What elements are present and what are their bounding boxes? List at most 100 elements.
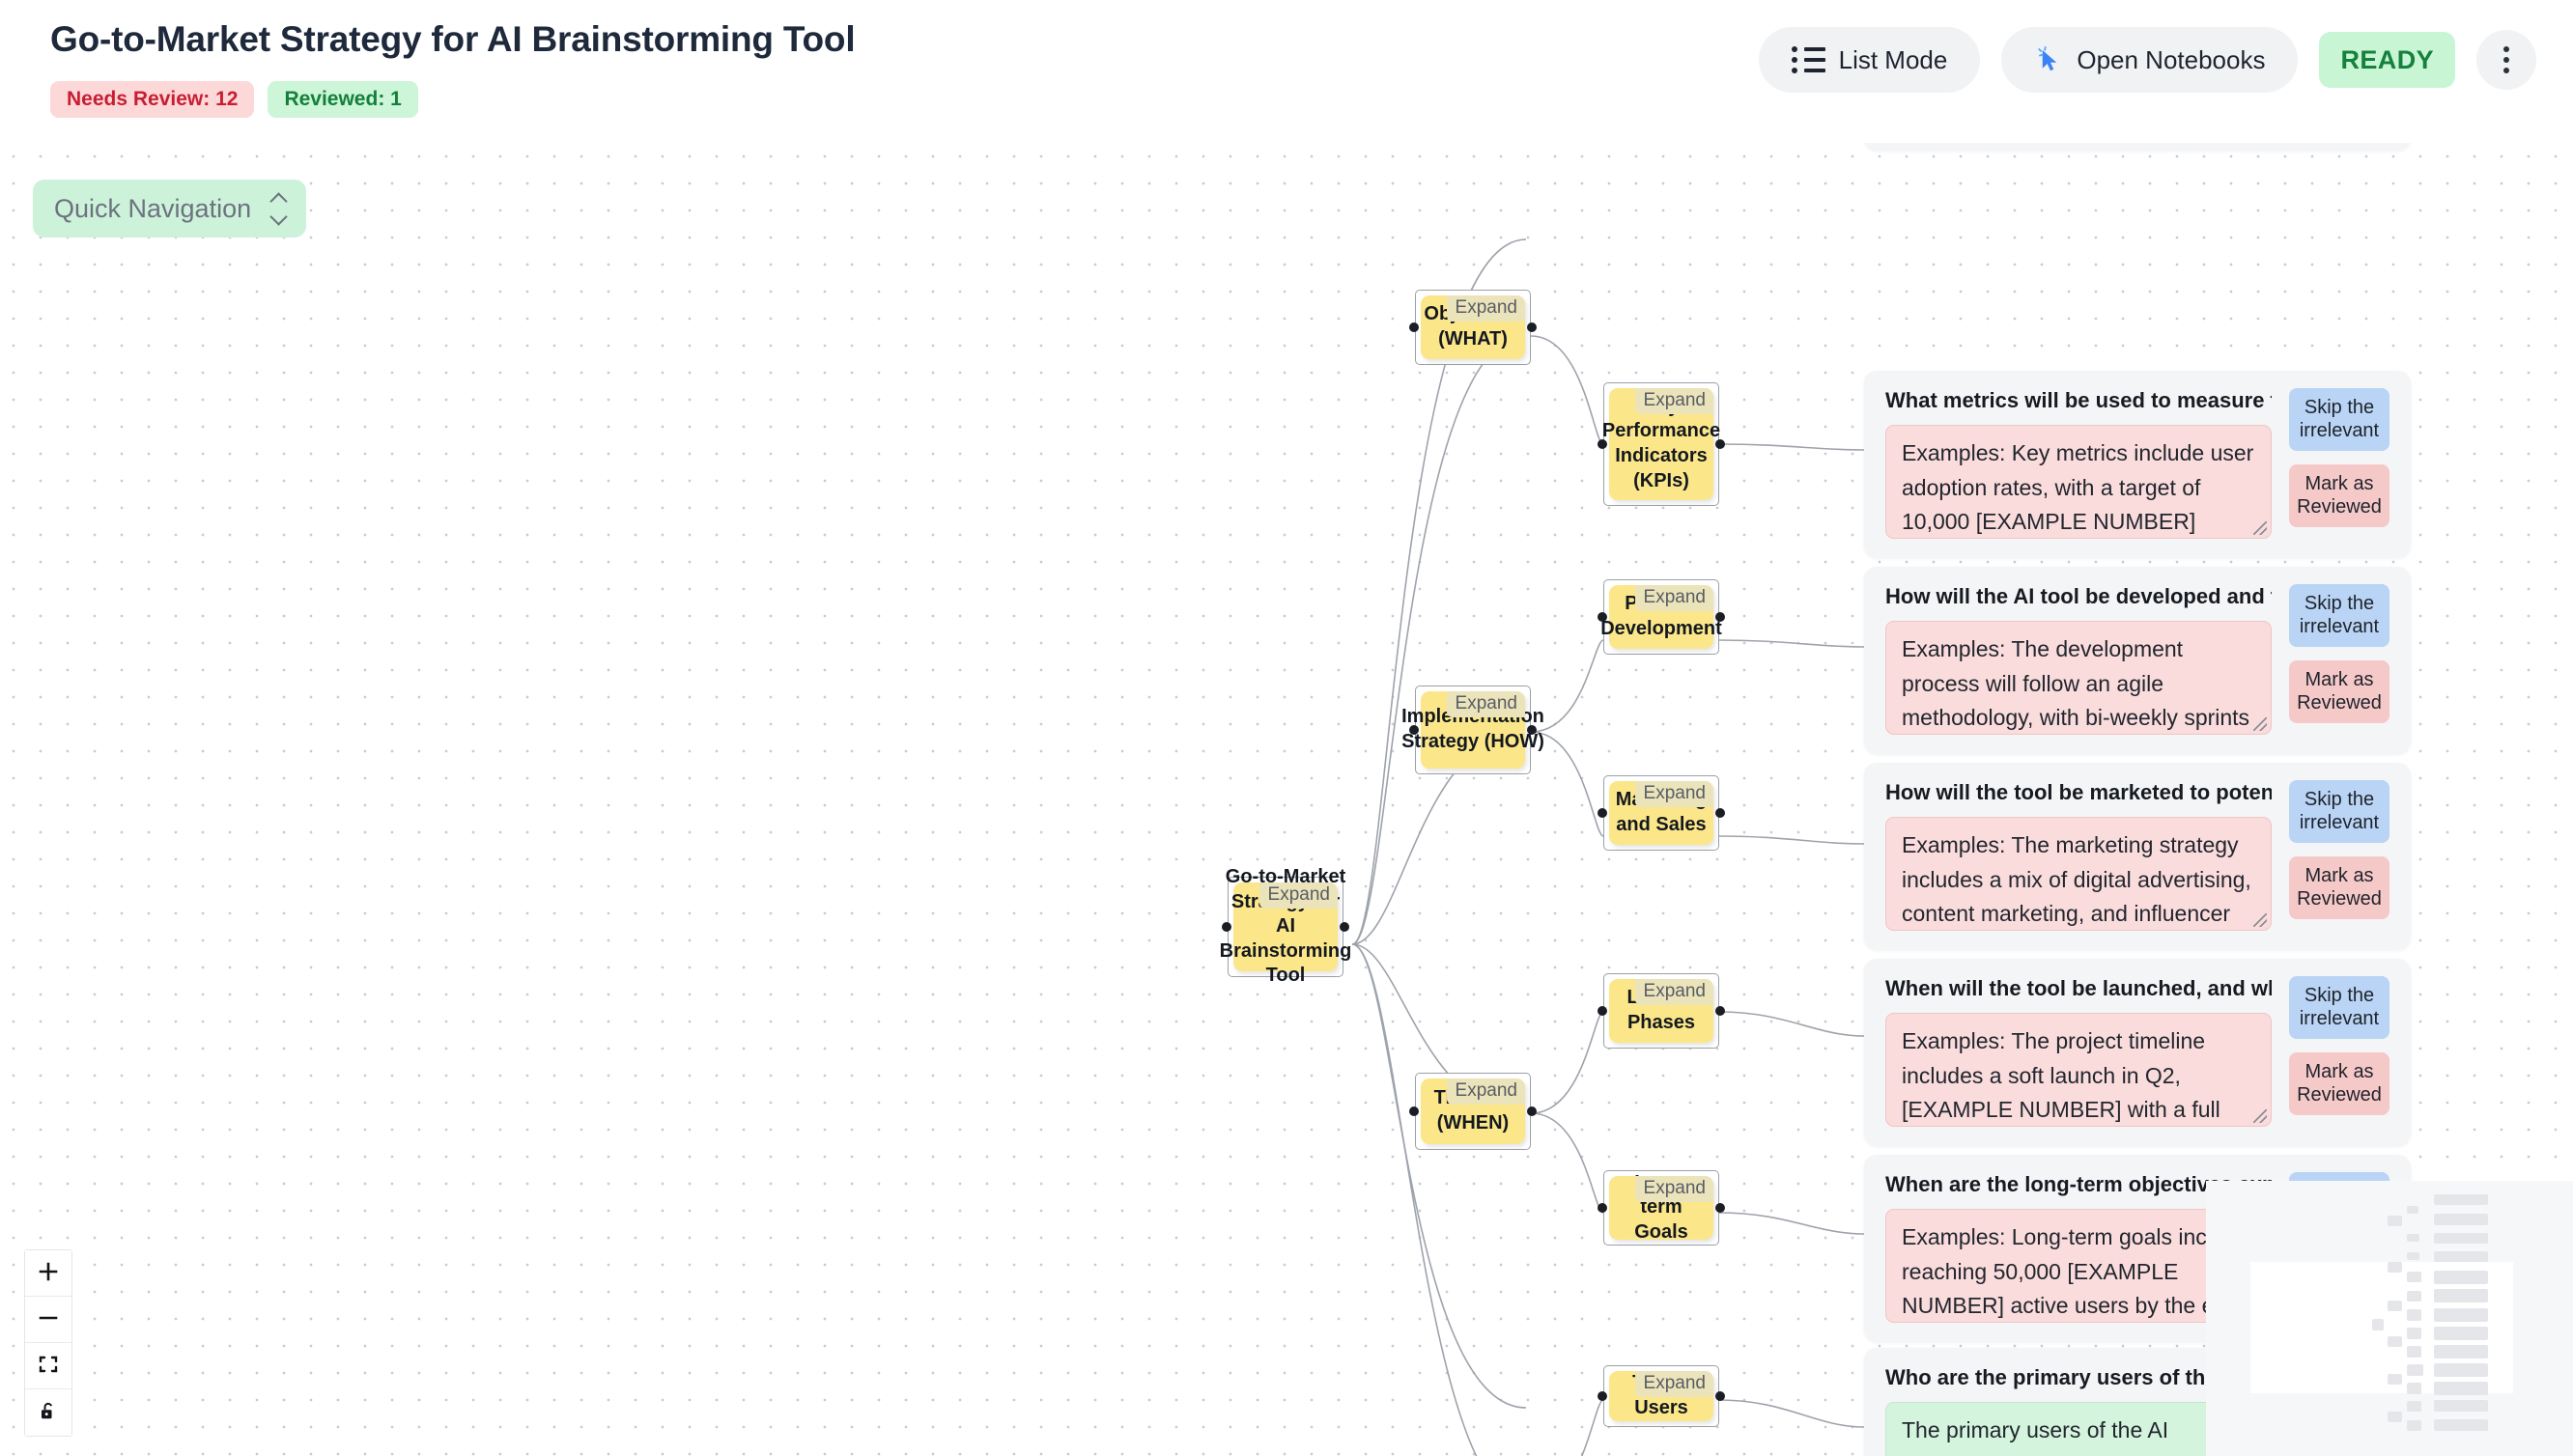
port-left[interactable]	[1409, 1106, 1419, 1116]
port-right[interactable]	[1527, 725, 1537, 735]
port-left[interactable]	[1409, 725, 1419, 735]
resize-grip-icon[interactable]	[2253, 521, 2267, 535]
expand-button[interactable]: Expand	[1634, 388, 1713, 414]
status-badge: READY	[2319, 32, 2455, 88]
mark-as-reviewed-button[interactable]: Mark as Reviewed	[2289, 1051, 2389, 1115]
chevron-updown-icon	[269, 191, 288, 226]
zoom-in-button[interactable]	[25, 1250, 71, 1297]
expand-button[interactable]: Expand	[1258, 882, 1338, 909]
mark-as-reviewed-button[interactable]: Mark as Reviewed	[2289, 659, 2389, 723]
toggle-lock-button[interactable]	[25, 1389, 71, 1436]
port-left[interactable]	[1598, 1006, 1607, 1016]
node-root[interactable]: Expand Go-to-Market Strategy for AI Brai…	[1220, 866, 1352, 986]
skip-irrelevant-button[interactable]: Skip the irrelevant	[2289, 388, 2389, 451]
node-kpis-body[interactable]: Expand Key Performance Indicators (KPIs)	[1602, 388, 1720, 500]
port-right[interactable]	[1715, 1203, 1725, 1213]
node-product-development[interactable]: Expand Product Development	[1598, 579, 1725, 655]
port-left[interactable]	[1598, 1203, 1607, 1213]
node-marketing-and-sales-body[interactable]: Expand Marketing and Sales	[1609, 781, 1713, 845]
port-left[interactable]	[1598, 612, 1607, 622]
qa-actions: Skip the irrelevant Mark as Reviewed	[2289, 584, 2389, 735]
port-left[interactable]	[1598, 1391, 1607, 1401]
node-launch-phases[interactable]: Expand Launch Phases	[1598, 973, 1725, 1049]
node-root-label: Go-to-Market Strategy for AI Brainstormi…	[1219, 866, 1352, 987]
mindmap-canvas[interactable]: Quick Navigation Expand Go-to-Market Str…	[0, 143, 2573, 1456]
qa-card: When will the tool be launched, and what…	[1864, 959, 2411, 1146]
qa-actions: Skip the irrelevant Mark as Reviewed	[2289, 388, 2389, 539]
kebab-dot-icon	[2503, 57, 2509, 63]
list-mode-button[interactable]: List Mode	[1758, 27, 1981, 93]
skip-irrelevant-button[interactable]: Skip the irrelevant	[2289, 584, 2389, 647]
zoom-out-button[interactable]	[25, 1297, 71, 1343]
qa-answer-textarea[interactable]: Examples: The project timeline includes …	[1885, 1013, 2272, 1127]
expand-button[interactable]: Expand	[1446, 691, 1525, 717]
mark-as-reviewed-button[interactable]: Mark as Reviewed	[2289, 463, 2389, 527]
expand-button[interactable]: Expand	[1446, 1078, 1525, 1105]
expand-button[interactable]: Expand	[1634, 585, 1713, 611]
minus-icon	[37, 1306, 60, 1332]
node-objectives-body[interactable]: Expand Objectives (WHAT)	[1421, 295, 1525, 359]
clipped-card-top	[1864, 143, 2411, 151]
fit-view-button[interactable]	[25, 1343, 71, 1389]
port-right[interactable]	[1527, 1106, 1537, 1116]
node-implementation-strategy[interactable]: Expand Implementation Strategy (HOW)	[1401, 686, 1544, 774]
port-left[interactable]	[1598, 439, 1607, 449]
expand-button[interactable]: Expand	[1446, 295, 1525, 322]
node-target-users[interactable]: Expand Target Users	[1598, 1365, 1725, 1427]
list-icon	[1791, 46, 1825, 73]
app-header: Go-to-Market Strategy for AI Brainstormi…	[0, 0, 2573, 143]
port-left[interactable]	[1222, 922, 1231, 932]
qa-actions: Skip the irrelevant Mark as Reviewed	[2289, 780, 2389, 931]
plus-icon	[37, 1260, 60, 1286]
node-long-term-goals-body[interactable]: Expand Long-term Goals	[1609, 1172, 1713, 1243]
qa-main: When will the tool be launched, and what…	[1885, 976, 2272, 1127]
resize-grip-icon[interactable]	[2253, 717, 2267, 731]
node-implementation-strategy-body[interactable]: Expand Implementation Strategy (HOW)	[1401, 691, 1544, 769]
list-mode-label: List Mode	[1838, 44, 1948, 74]
port-right[interactable]	[1715, 808, 1725, 818]
qa-card: How will the tool be marketed to potenti…	[1864, 763, 2411, 950]
port-left[interactable]	[1409, 322, 1419, 332]
skip-irrelevant-button[interactable]: Skip the irrelevant	[2289, 780, 2389, 843]
port-left[interactable]	[1598, 808, 1607, 818]
node-objectives[interactable]: Expand Objectives (WHAT)	[1409, 290, 1537, 365]
expand-button[interactable]: Expand	[1634, 979, 1713, 1005]
qa-answer-textarea[interactable]: Examples: Key metrics include user adopt…	[1885, 425, 2272, 539]
node-marketing-and-sales[interactable]: Expand Marketing and Sales	[1598, 775, 1725, 851]
node-product-development-body[interactable]: Expand Product Development	[1600, 585, 1722, 649]
qa-card: How will the AI tool be developed and te…	[1864, 567, 2411, 754]
port-right[interactable]	[1715, 439, 1725, 449]
skip-irrelevant-button[interactable]: Skip the irrelevant	[2289, 976, 2389, 1039]
status-badge-row: Needs Review: 12 Reviewed: 1	[50, 81, 418, 118]
unlock-icon	[37, 1400, 60, 1426]
resize-grip-icon[interactable]	[2253, 913, 2267, 927]
cursor-click-icon	[2034, 45, 2063, 74]
expand-button[interactable]: Expand	[1634, 781, 1713, 807]
node-root-body[interactable]: Expand Go-to-Market Strategy for AI Brai…	[1220, 866, 1352, 986]
node-timeline[interactable]: Expand Timeline (WHEN)	[1409, 1073, 1537, 1150]
quick-navigation-select[interactable]: Quick Navigation	[33, 180, 307, 238]
reviewed-badge: Reviewed: 1	[268, 81, 418, 118]
port-right[interactable]	[1715, 1006, 1725, 1016]
port-right[interactable]	[1340, 922, 1349, 932]
open-notebooks-button[interactable]: Open Notebooks	[2001, 27, 2299, 93]
mark-as-reviewed-button[interactable]: Mark as Reviewed	[2289, 855, 2389, 919]
fit-view-icon	[37, 1353, 60, 1379]
node-timeline-body[interactable]: Expand Timeline (WHEN)	[1421, 1078, 1525, 1144]
node-target-users-body[interactable]: Expand Target Users	[1609, 1371, 1713, 1421]
port-right[interactable]	[1527, 322, 1537, 332]
qa-answer-textarea[interactable]: Examples: The marketing strategy include…	[1885, 817, 2272, 931]
qa-answer-textarea[interactable]: Examples: The development process will f…	[1885, 621, 2272, 735]
more-options-button[interactable]	[2476, 30, 2536, 90]
port-right[interactable]	[1715, 1391, 1725, 1401]
expand-button[interactable]: Expand	[1634, 1371, 1713, 1397]
node-launch-phases-body[interactable]: Expand Launch Phases	[1609, 979, 1713, 1043]
minimap[interactable]	[2206, 1181, 2573, 1456]
node-long-term-goals[interactable]: Expand Long-term Goals	[1598, 1170, 1725, 1246]
node-kpis[interactable]: Expand Key Performance Indicators (KPIs)	[1598, 382, 1725, 506]
expand-button[interactable]: Expand	[1634, 1176, 1713, 1202]
port-right[interactable]	[1715, 612, 1725, 622]
quick-navigation-label: Quick Navigation	[54, 193, 252, 223]
resize-grip-icon[interactable]	[2253, 1109, 2267, 1123]
